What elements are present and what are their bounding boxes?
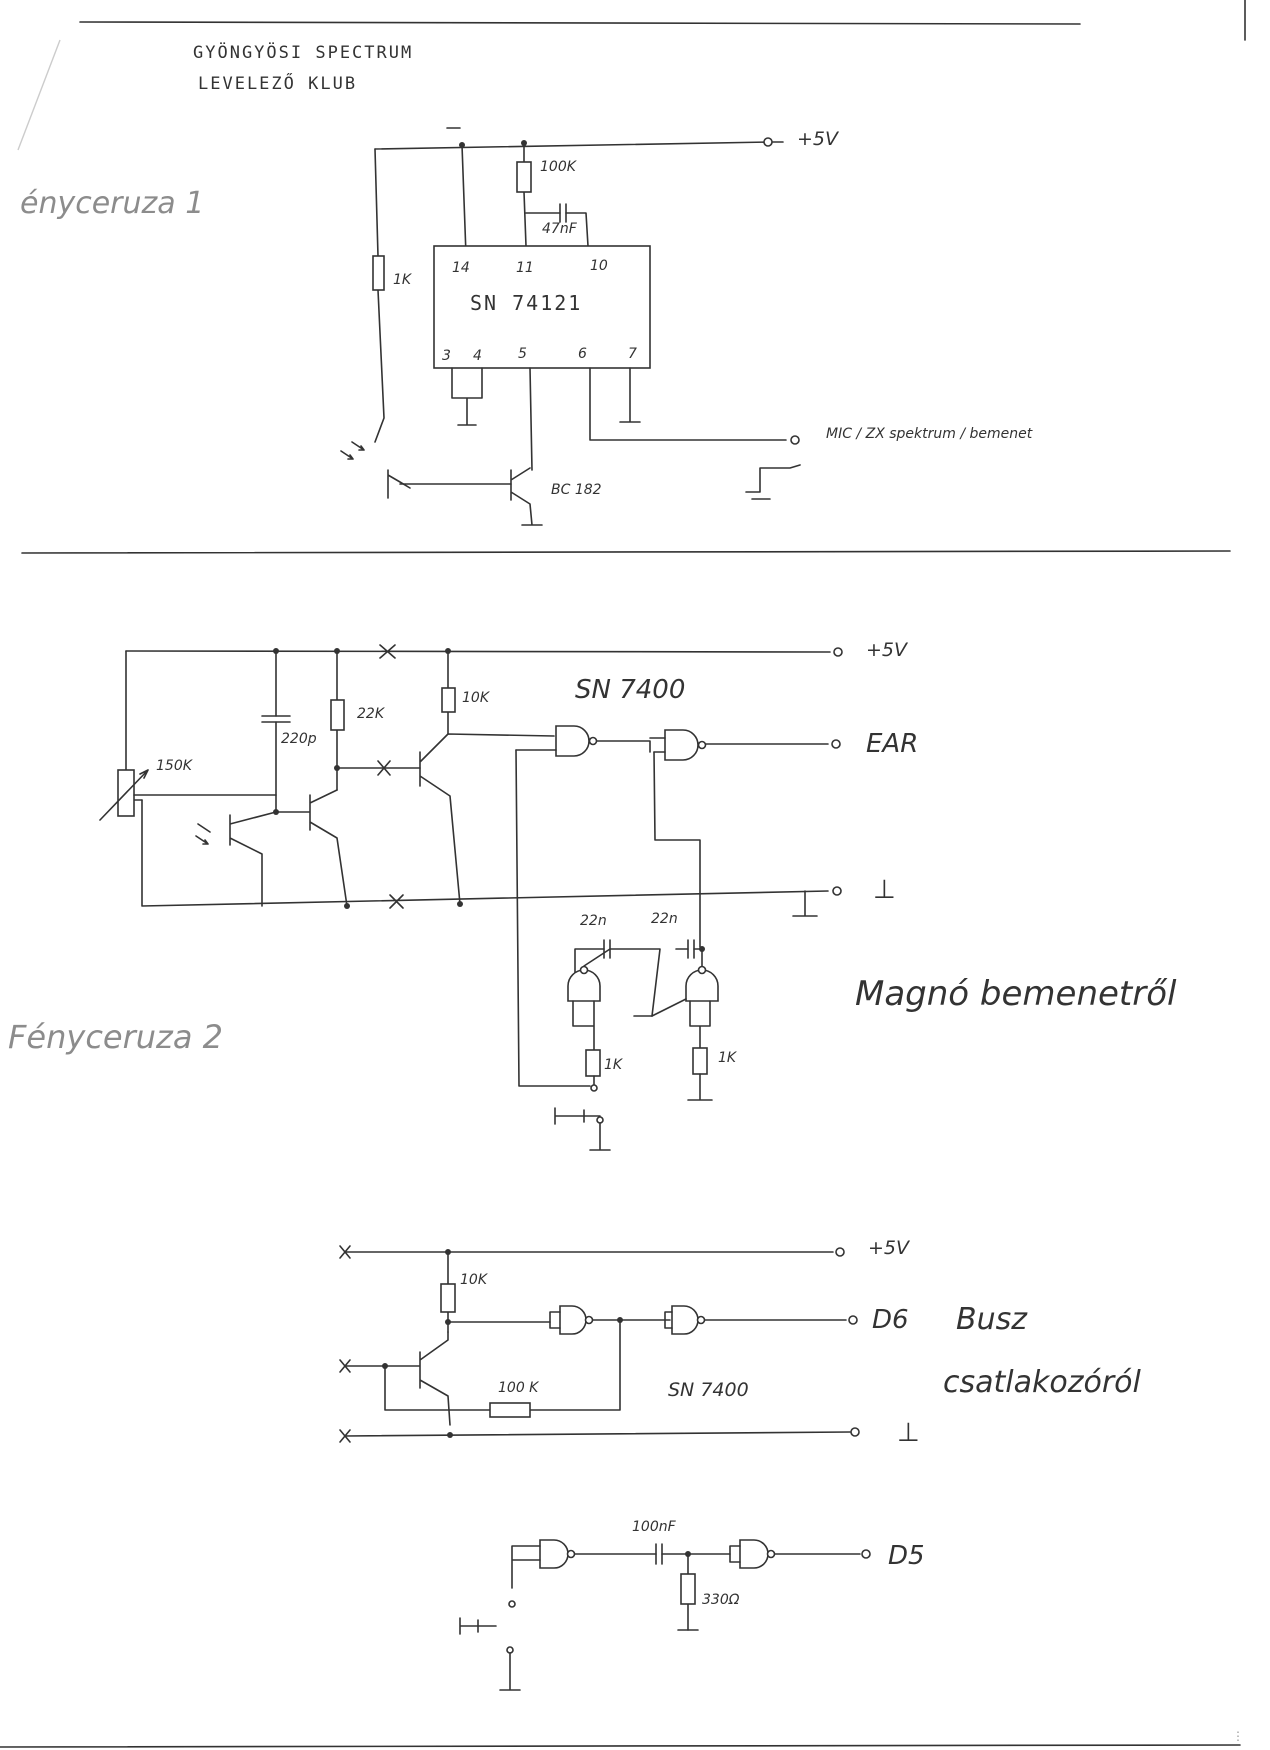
pin-14: 14 — [452, 260, 470, 276]
resistor-1k-right-c2 — [692, 1047, 708, 1075]
resistor-1k-left-c2-label: 1K — [604, 1057, 624, 1073]
resistor-22k — [330, 699, 345, 731]
bc182-label: BC 182 — [551, 482, 602, 498]
cap-22n-left-label: 22n — [580, 913, 607, 929]
resistor-10k-c3 — [440, 1283, 456, 1313]
ic-sn74121 — [433, 245, 651, 369]
pin-10: 10 — [590, 258, 608, 274]
supply-label-1: +5V — [797, 128, 840, 150]
resistor-1k-right-c2-label: 1K — [718, 1050, 738, 1066]
ground-terminal-2 — [832, 886, 842, 896]
ic-sn7400-label-c2: SN 7400 — [575, 675, 685, 705]
supply-terminal-1 — [763, 137, 773, 147]
mic-output-label: MIC / ZX spektrum / bemenet — [826, 426, 1033, 442]
header-line-1: GYÖNGYÖSI SPECTRUM — [193, 41, 413, 63]
circuit-1: ényceruza 1 +5V 1K 100K 47nF SN 74121 14… — [20, 127, 1033, 526]
resistor-22k-label: 22K — [357, 706, 386, 722]
busz-note: Busz — [956, 1302, 1028, 1337]
d6-terminal — [848, 1315, 858, 1325]
supply-label-3: +5V — [868, 1237, 911, 1259]
fold-mark — [17, 39, 61, 151]
header-line-2: LEVELEZŐ KLUB — [198, 72, 357, 94]
resistor-100k-c3 — [489, 1402, 531, 1418]
resistor-1k-left-c2 — [585, 1049, 601, 1077]
supply-terminal-2 — [833, 647, 843, 657]
ground-label-2: ⊥ — [873, 875, 896, 905]
pin-4: 4 — [473, 348, 482, 364]
pin-11: 11 — [516, 260, 534, 276]
ic-sn7400-label-c3: SN 7400 — [668, 1379, 749, 1401]
pin-6: 6 — [578, 346, 587, 362]
pot-150k-label: 150K — [156, 758, 194, 774]
resistor-10k-c3-label: 10K — [460, 1272, 489, 1288]
pin-7: 7 — [628, 346, 637, 362]
circuit-3: +5V 10K D6 Busz csatlakozóról 100 K SN 7… — [339, 1237, 1142, 1448]
cap-100nf-label: 100nF — [632, 1519, 677, 1535]
resistor-100k-label: 100K — [540, 159, 578, 175]
pin-3: 3 — [442, 348, 451, 364]
supply-label-2: +5V — [866, 639, 909, 661]
cap-220p-label: 220p — [281, 731, 317, 747]
resistor-100k — [516, 161, 532, 193]
nand-gate-c4-b — [739, 1539, 769, 1569]
nand-gate-4 — [685, 969, 719, 1002]
cap-47nf-label: 47nF — [542, 221, 578, 237]
d6-label: D6 — [872, 1305, 909, 1335]
magno-note: Magnó bemenetről — [855, 974, 1177, 1014]
resistor-330-label: 330Ω — [702, 1592, 740, 1608]
resistor-10k-c2 — [441, 687, 456, 713]
top-edge-line — [79, 21, 1081, 25]
nand-gate-c3-b — [671, 1305, 699, 1335]
resistor-100k-c3-label: 100 K — [498, 1380, 540, 1396]
switch-contact-1 — [590, 1084, 598, 1092]
mic-terminal — [790, 435, 800, 445]
circuit-4: 100nF 330Ω D5 — [459, 1519, 925, 1691]
nand-gate-2 — [664, 729, 699, 761]
cap-22n-right-label: 22n — [651, 911, 678, 927]
resistor-330 — [680, 1573, 696, 1605]
nand-gate-c4-a — [539, 1539, 569, 1569]
corner-mark: ⋮ — [1232, 1729, 1244, 1743]
pin-5: 5 — [518, 346, 527, 362]
ear-terminal — [831, 739, 841, 749]
ground-label-3: ⊥ — [897, 1418, 920, 1448]
circuit-2-title: Fényceruza 2 — [8, 1018, 223, 1056]
circuit-1-title: ényceruza 1 — [20, 186, 204, 221]
ear-label: EAR — [866, 729, 918, 759]
resistor-1k-label: 1K — [393, 272, 413, 288]
supply-terminal-3 — [835, 1247, 845, 1257]
section-divider — [21, 550, 1231, 554]
bottom-edge-line — [0, 1744, 1241, 1748]
nand-gate-1 — [555, 725, 590, 757]
csatlakozo-note: csatlakozóról — [943, 1365, 1142, 1400]
d5-label: D5 — [888, 1541, 925, 1571]
switch-contact-2 — [508, 1600, 516, 1608]
ground-terminal-3 — [850, 1427, 860, 1437]
circuit-2: Fényceruza 2 +5V ⊥ 150K 220p 22K — [8, 639, 1177, 1151]
d5-terminal — [861, 1549, 871, 1559]
resistor-1k-left — [372, 255, 385, 291]
nand-gate-3 — [567, 969, 601, 1002]
nand-gate-c3-a — [559, 1305, 587, 1335]
ic-sn74121-label: SN 74121 — [470, 291, 582, 315]
resistor-10k-c2-label: 10K — [462, 690, 491, 706]
